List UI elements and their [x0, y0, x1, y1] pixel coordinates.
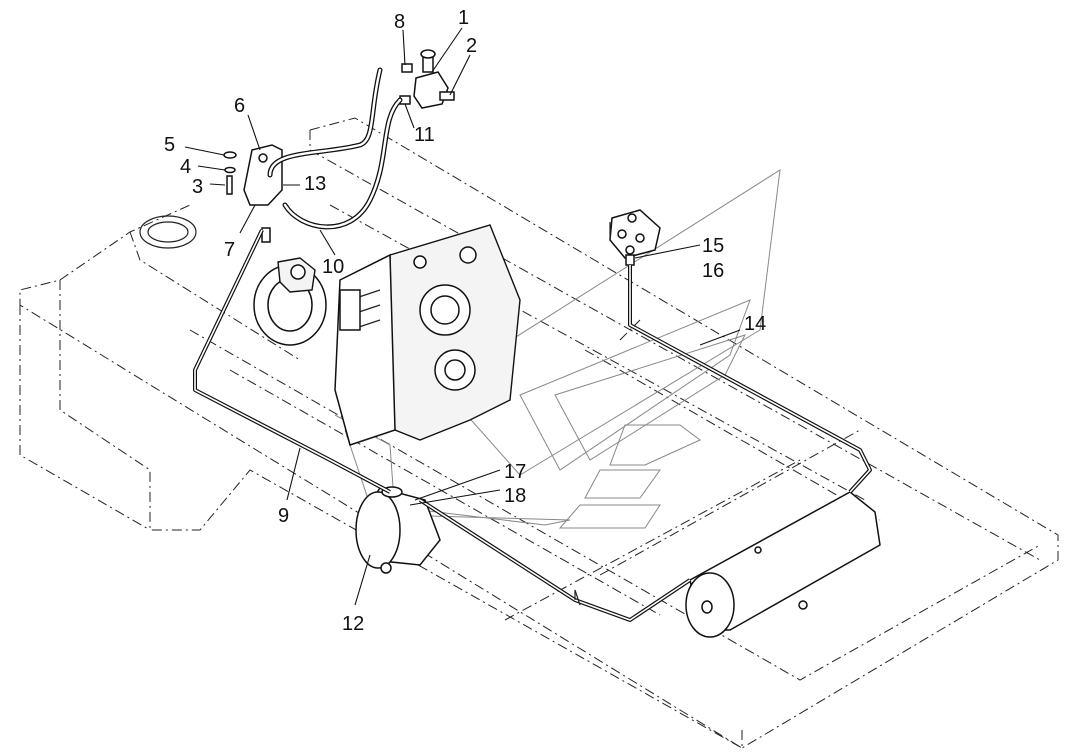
callout-8: 8	[394, 11, 405, 33]
callout-10: 10	[322, 256, 344, 278]
callout-12: 12	[342, 613, 364, 635]
valve-block-right	[609, 209, 661, 266]
callout-13: 13	[304, 173, 326, 195]
brake-valve	[399, 49, 455, 109]
callout-3: 3	[192, 176, 203, 198]
pipes	[193, 229, 872, 622]
callout-6: 6	[234, 95, 245, 117]
tank-filler-ring	[139, 215, 197, 249]
callout-2: 2	[466, 35, 477, 57]
callout-1: 1	[458, 7, 469, 29]
hoses	[267, 67, 403, 230]
callout-16: 16	[702, 260, 724, 282]
callout-15: 15	[702, 235, 724, 257]
brake-disc	[253, 257, 327, 346]
gearbox	[334, 224, 521, 446]
callout-14: 14	[744, 313, 766, 335]
callout-labels: 1 2 3 4 5 6 7 8 9 10 11 12 13 14 15 16 1…	[164, 7, 766, 635]
callout-18: 18	[504, 485, 526, 507]
leader-lines	[184, 27, 741, 606]
air-tank	[685, 491, 881, 638]
callout-9: 9	[278, 505, 289, 527]
callout-4: 4	[180, 156, 191, 178]
callout-5: 5	[164, 134, 175, 156]
callout-17: 17	[504, 461, 526, 483]
machine-frame	[19, 117, 1059, 749]
callout-11: 11	[414, 124, 435, 146]
mounting-bracket	[223, 144, 283, 243]
callout-7: 7	[224, 239, 235, 261]
brake-cylinder	[355, 486, 441, 574]
